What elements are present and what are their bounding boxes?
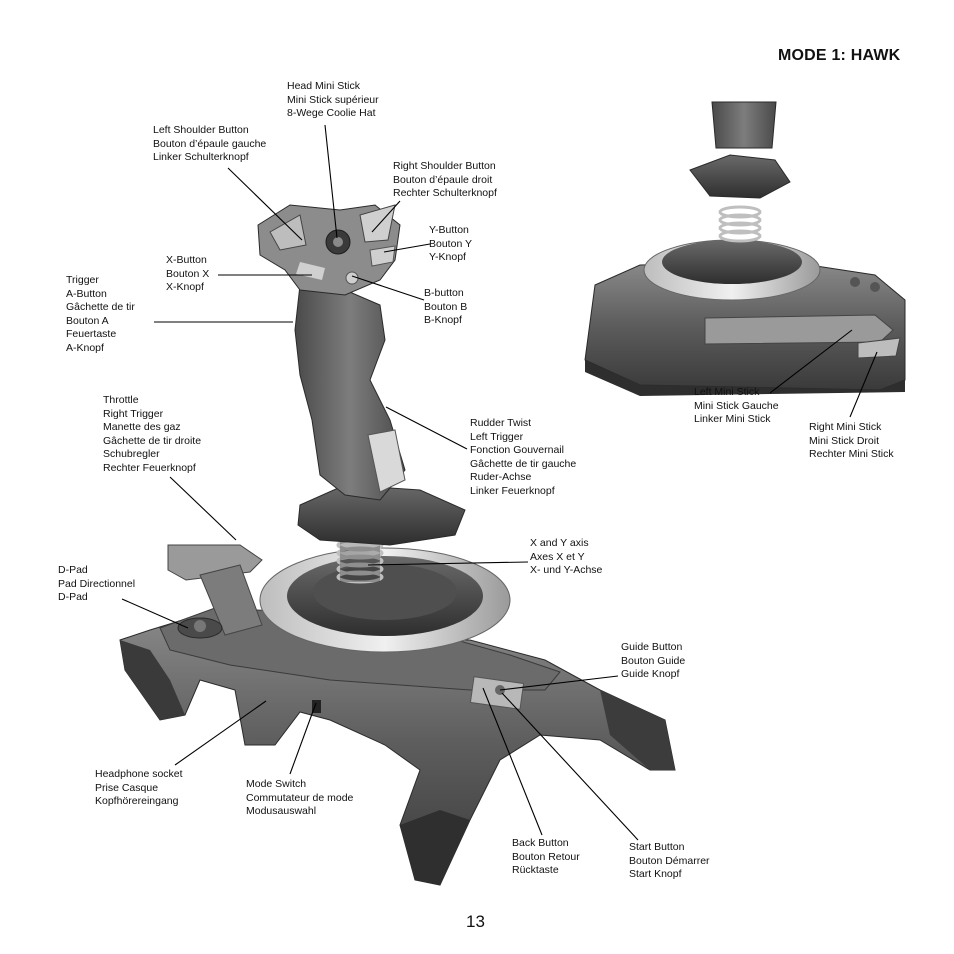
main-joystick: [119, 204, 676, 886]
leader-lines: [121, 124, 878, 841]
page-number: 13: [466, 912, 485, 931]
page-title: MODE 1: HAWK: [778, 47, 901, 64]
inset-joystick: [584, 101, 906, 396]
